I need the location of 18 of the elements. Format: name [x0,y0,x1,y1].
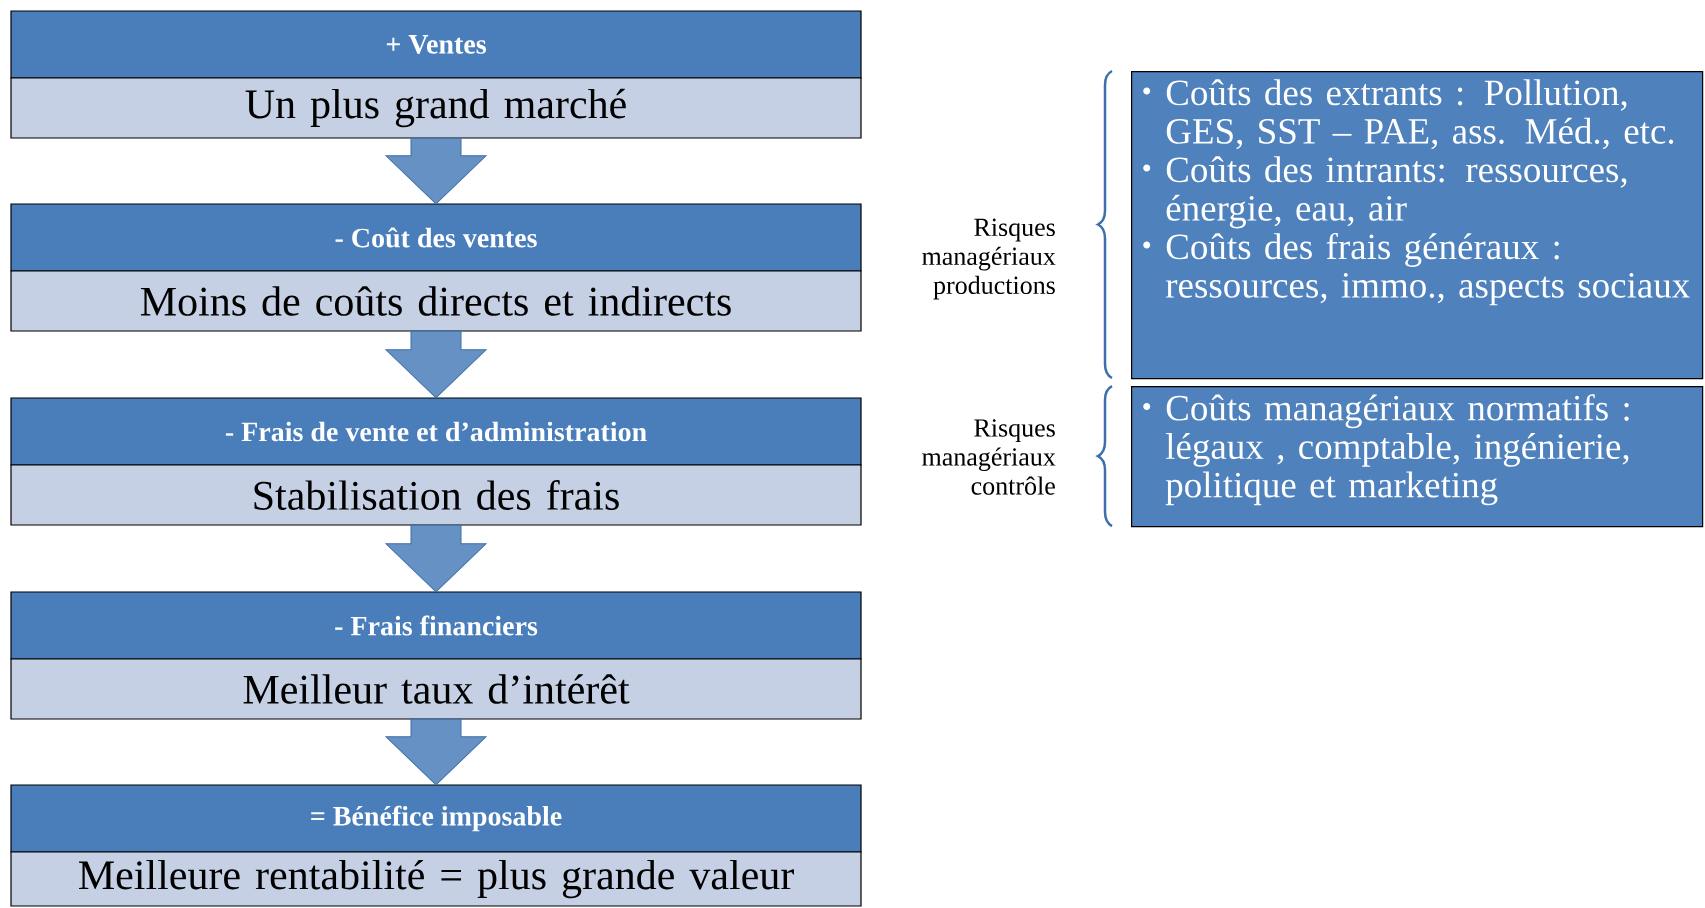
stage-box: - Frais de vente et d’administration Stabilisation des frais [10,397,862,526]
node-label: Un plus grand marché [245,88,626,128]
stage-box: + Ventes Un plus grand marché [10,10,862,139]
bullet-list-box: Coûts des extrants : Pollution, GES, SST – PAE, ass. Méd., etc. Coûts des intrants: ressources, énergie, eau, air Coûts des frais généraux : ressources, immo., aspects sociaux [1131,71,1704,380]
node-label: Moins de coûts directs et indirects [140,286,731,316]
block-arrow [385,718,487,786]
stage-box: - Coût des ventes Moins de coûts directs et indirects [10,203,862,332]
node-label: Meilleur taux d’intérêt [243,674,630,704]
node-label: Meilleure rentabilité = plus grande valeur [79,859,794,899]
brace-label: Risques managériaux contrôle [922,419,1056,495]
block-arrow [385,524,487,593]
block-arrow [385,330,487,399]
stage-box: - Frais financiers Meilleur taux d’intérêt [10,591,862,720]
stage-box: = Bénéfice imposable Meilleure rentabilité = plus grande valeur [10,784,862,907]
bullet-list-box: Coûts managériaux normatifs : légaux , comptable, ingénierie, politique et marketing [1131,386,1704,528]
node-label: Stabilisation des frais [254,480,619,510]
block-arrow [385,137,487,205]
brace-label: Risques managériaux productions [922,218,1056,300]
